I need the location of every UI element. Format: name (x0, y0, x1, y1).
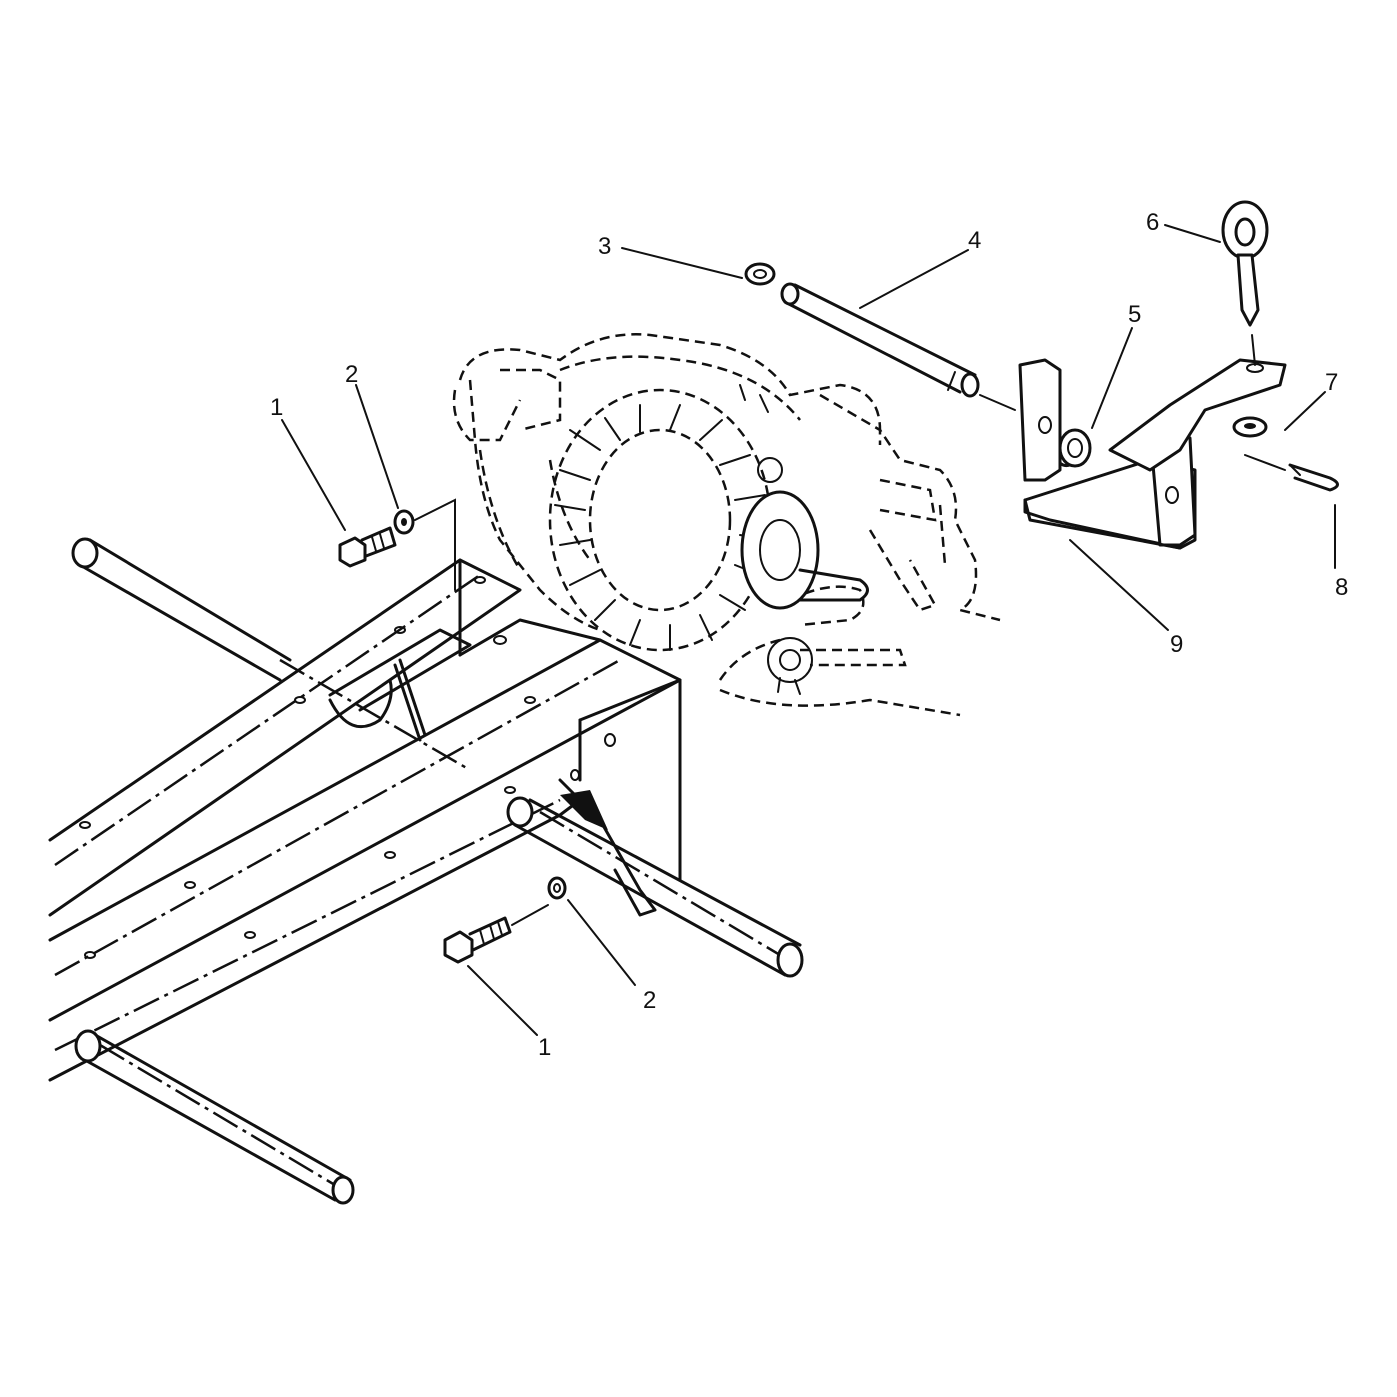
part-8-hair-pin (1244, 454, 1339, 492)
callout-9: 9 (1170, 631, 1183, 658)
part-9-hitch-bracket (1018, 358, 1287, 550)
callout-labels: 1 2 3 4 5 6 7 8 9 2 1 (270, 209, 1348, 1061)
frame-holes (79, 576, 616, 959)
part-5-bushing (1053, 428, 1092, 468)
part-7-washer (1232, 416, 1268, 438)
part-6-hitch-pin (1221, 200, 1269, 366)
callout-2-lower: 2 (643, 987, 656, 1014)
part-3-nut (744, 262, 776, 286)
callout-3: 3 (598, 233, 611, 260)
front-tube-right (506, 796, 804, 978)
callout-8: 8 (1335, 574, 1348, 601)
callout-leaders (281, 224, 1336, 1036)
front-tube-left (74, 1029, 355, 1205)
part-4-pin (780, 282, 1016, 411)
part-1-bolt-lower (443, 904, 549, 964)
ring-gear (548, 384, 869, 695)
part-1-bolt-upper (338, 526, 397, 568)
part-2-washer-upper (393, 498, 456, 591)
callout-4: 4 (968, 227, 981, 254)
part-2-washer-lower (547, 876, 567, 900)
rear-tube (71, 537, 471, 772)
mower-frame (48, 558, 682, 1082)
callout-7: 7 (1325, 369, 1338, 396)
transaxle-phantom (452, 333, 1001, 717)
callout-1-lower: 1 (538, 1034, 551, 1061)
callout-1-upper: 1 (270, 394, 283, 421)
callout-6: 6 (1146, 209, 1159, 236)
callout-2-upper: 2 (345, 361, 358, 388)
callout-5: 5 (1128, 301, 1141, 328)
